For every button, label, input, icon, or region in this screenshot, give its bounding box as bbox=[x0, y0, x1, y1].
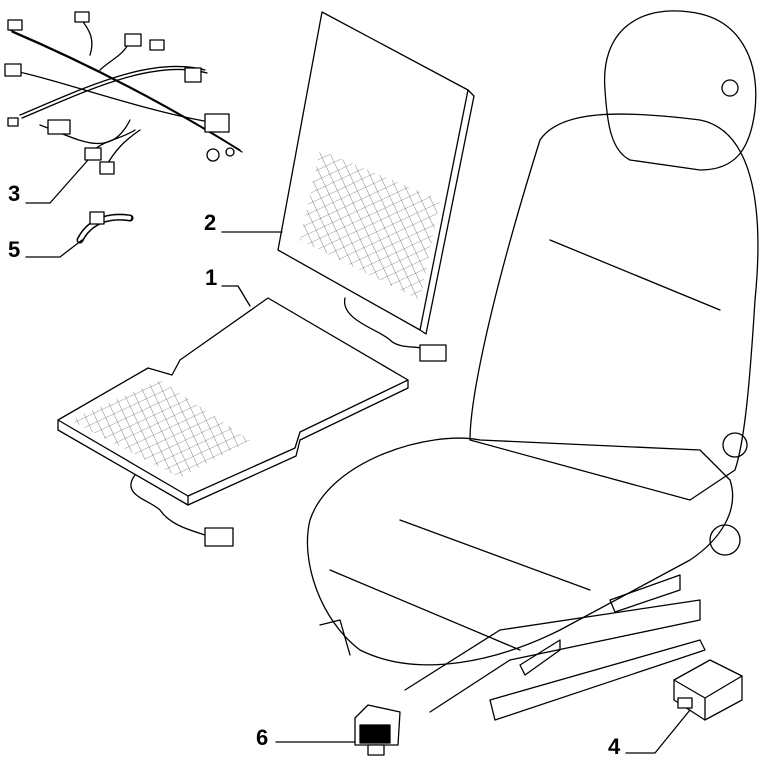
backrest-heating-pad bbox=[277, 11, 475, 362]
seat-cushion-heating-pad bbox=[57, 297, 409, 547]
heating-switch bbox=[354, 704, 401, 756]
cable-tie bbox=[76, 211, 134, 244]
callout-5: 5 bbox=[8, 237, 21, 262]
seat bbox=[306, 10, 759, 721]
callout-4: 4 bbox=[608, 734, 621, 759]
callout-1: 1 bbox=[205, 265, 218, 290]
control-unit bbox=[673, 659, 743, 721]
callout-2: 2 bbox=[204, 210, 217, 235]
callout-3: 3 bbox=[8, 181, 21, 206]
callout-6: 6 bbox=[256, 725, 269, 750]
leader-lines bbox=[25, 159, 691, 754]
wiring-harness bbox=[4, 11, 243, 175]
